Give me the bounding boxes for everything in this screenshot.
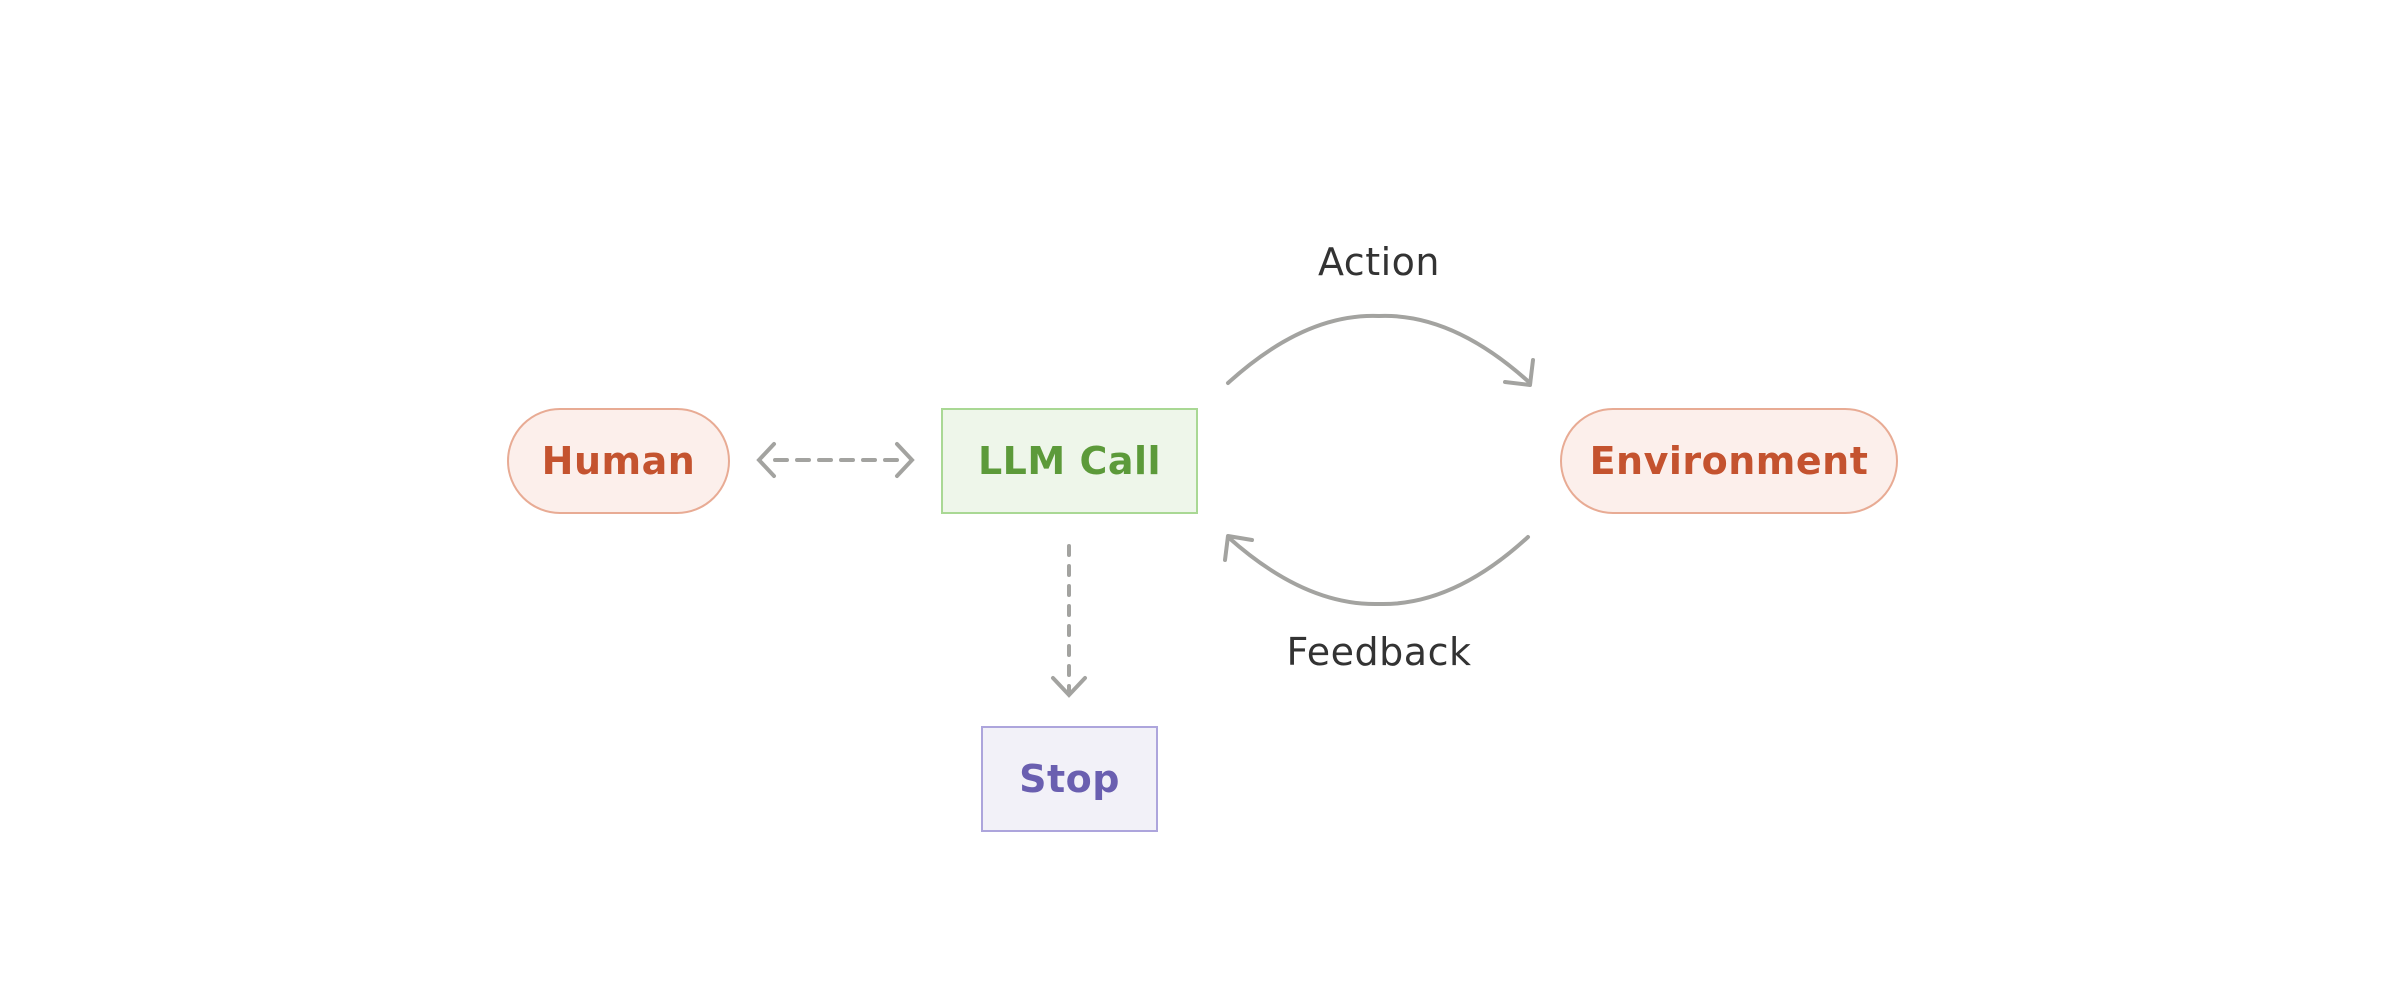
- human-node-label: Human: [541, 439, 696, 483]
- feedback-arc-arrow: [1223, 534, 1530, 607]
- stop-node-label: Stop: [1019, 757, 1120, 801]
- llm-call-node[interactable]: LLM Call: [941, 408, 1198, 514]
- stop-node[interactable]: Stop: [981, 726, 1158, 832]
- environment-node-label: Environment: [1589, 439, 1869, 483]
- action-arc-arrow: [1226, 313, 1535, 387]
- environment-node[interactable]: Environment: [1560, 408, 1898, 514]
- human-node[interactable]: Human: [507, 408, 730, 514]
- action-label: Action: [1317, 240, 1440, 284]
- human-llm-dashed-arrow: [756, 442, 915, 478]
- feedback-label: Feedback: [1286, 630, 1472, 674]
- llm-stop-dotted-arrow: [1051, 544, 1087, 698]
- llm-call-node-label: LLM Call: [977, 439, 1162, 483]
